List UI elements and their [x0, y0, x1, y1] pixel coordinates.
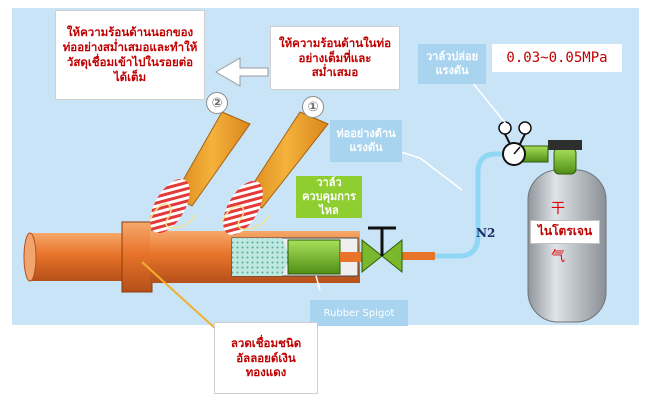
- rubber-spigot-body: [287, 239, 341, 275]
- nitrogen-label: ไนโตรเจน: [530, 220, 600, 244]
- gauge-stem: [504, 133, 511, 145]
- heat-swirl: [149, 203, 197, 229]
- left-pipe: [28, 233, 128, 281]
- leader-line: [471, 81, 507, 125]
- filler-wire: [141, 261, 229, 341]
- heat-swirl: [221, 205, 271, 230]
- inner-flow-fill: [232, 238, 290, 276]
- release-valve-label: วาล์วปล่อยแรงดัน: [418, 44, 486, 84]
- torch-2-number: ②: [206, 92, 228, 114]
- flow-valve-icon: [361, 238, 383, 274]
- cylinder-cap: [548, 140, 582, 150]
- cylinder-char-bottom: 气: [551, 249, 565, 265]
- leader-line: [315, 275, 321, 291]
- arrow-left-icon: [215, 57, 269, 87]
- spigot-tube: [340, 252, 365, 262]
- filler-wire-label: ลวดเชื่อมชนิดอัลลอยด์เงินทองแดง: [214, 322, 318, 394]
- torch-1-number: ①: [302, 96, 324, 118]
- nitrogen-hose: [435, 151, 510, 259]
- gauge-needle: [513, 146, 521, 155]
- torch-2: [173, 111, 251, 207]
- flow-valve-label: วาล์วควบคุมการไหล: [296, 176, 362, 218]
- outlet-tube: [400, 252, 435, 260]
- pipe-coupling: [121, 221, 153, 293]
- leader-line: [419, 157, 463, 191]
- n2-label: N2: [476, 226, 496, 240]
- cylinder-char-top: 干: [551, 201, 565, 217]
- cylinder-neck: [553, 147, 577, 175]
- gauge-small-right-icon: [518, 121, 532, 135]
- outer-heat-label: ให้ความร้อนด้านนอกของท่ออย่างสม่ำเสมอและ…: [55, 10, 205, 100]
- rubber-spigot-label: Rubber Spigot: [310, 300, 408, 326]
- gauge-stem: [519, 133, 526, 145]
- inner-heat-label: ให้ความร้อนด้านในท่ออย่างเต็มที่และสม่ำเ…: [270, 26, 400, 90]
- torch-1: [243, 111, 329, 209]
- cylinder-body: [527, 169, 607, 323]
- flow-valve-right-icon: [381, 238, 403, 274]
- pressure-readout: 0.03~0.05MPa: [492, 44, 622, 72]
- pressure-hose-label: ท่ออย่างต้านแรงดัน: [330, 120, 402, 162]
- pipe-end-opening: [23, 232, 37, 282]
